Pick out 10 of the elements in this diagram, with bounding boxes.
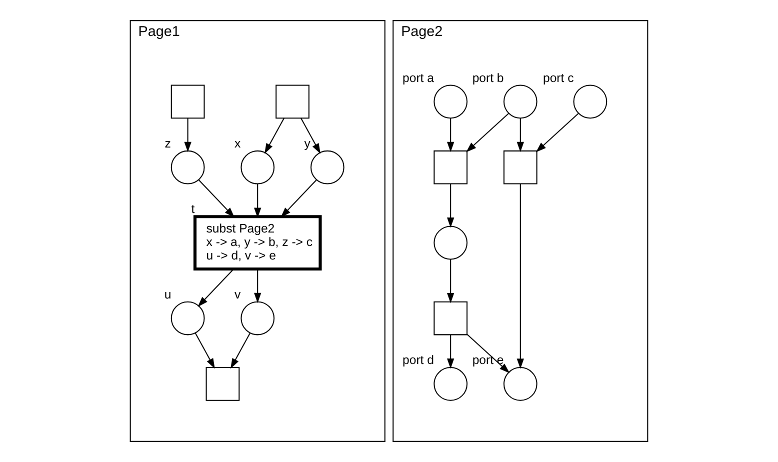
node-label: port c	[542, 70, 574, 85]
node-label: x	[234, 136, 241, 150]
node-label: v	[234, 287, 241, 302]
node-label: u	[164, 287, 172, 302]
node-label: t	[191, 202, 195, 216]
node-label: port a	[402, 70, 434, 85]
node-label: y	[304, 136, 310, 150]
node-label: port d	[402, 353, 434, 368]
node-label: z	[164, 136, 171, 150]
node-label: port b	[472, 70, 504, 85]
